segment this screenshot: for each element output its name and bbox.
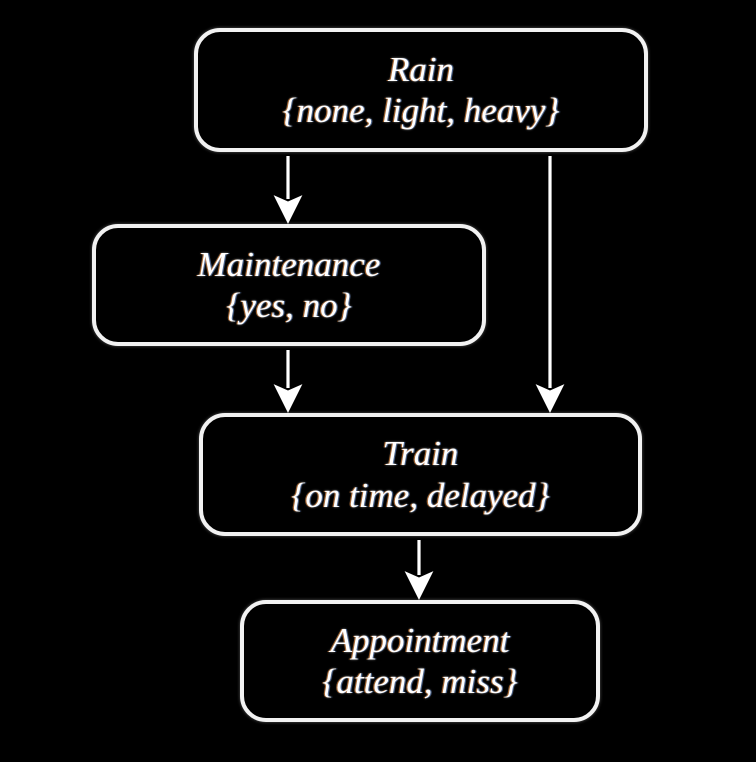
node-rain-domain: {none, light, heavy} [282, 91, 560, 130]
node-train-domain: {on time, delayed} [291, 475, 550, 515]
node-rain[interactable]: Rain {none, light, heavy} [194, 28, 648, 152]
node-maintenance-title: Maintenance [197, 244, 381, 284]
node-appointment[interactable]: Appointment {attend, miss} [240, 600, 600, 722]
node-maintenance-domain: {yes, no} [226, 286, 352, 325]
node-train-title: Train [382, 434, 459, 474]
node-rain-title: Rain [387, 49, 455, 89]
node-appointment-domain: {attend, miss} [322, 662, 518, 701]
node-appointment-title: Appointment [330, 620, 510, 660]
node-maintenance[interactable]: Maintenance {yes, no} [92, 224, 486, 346]
node-train[interactable]: Train {on time, delayed} [199, 413, 642, 536]
